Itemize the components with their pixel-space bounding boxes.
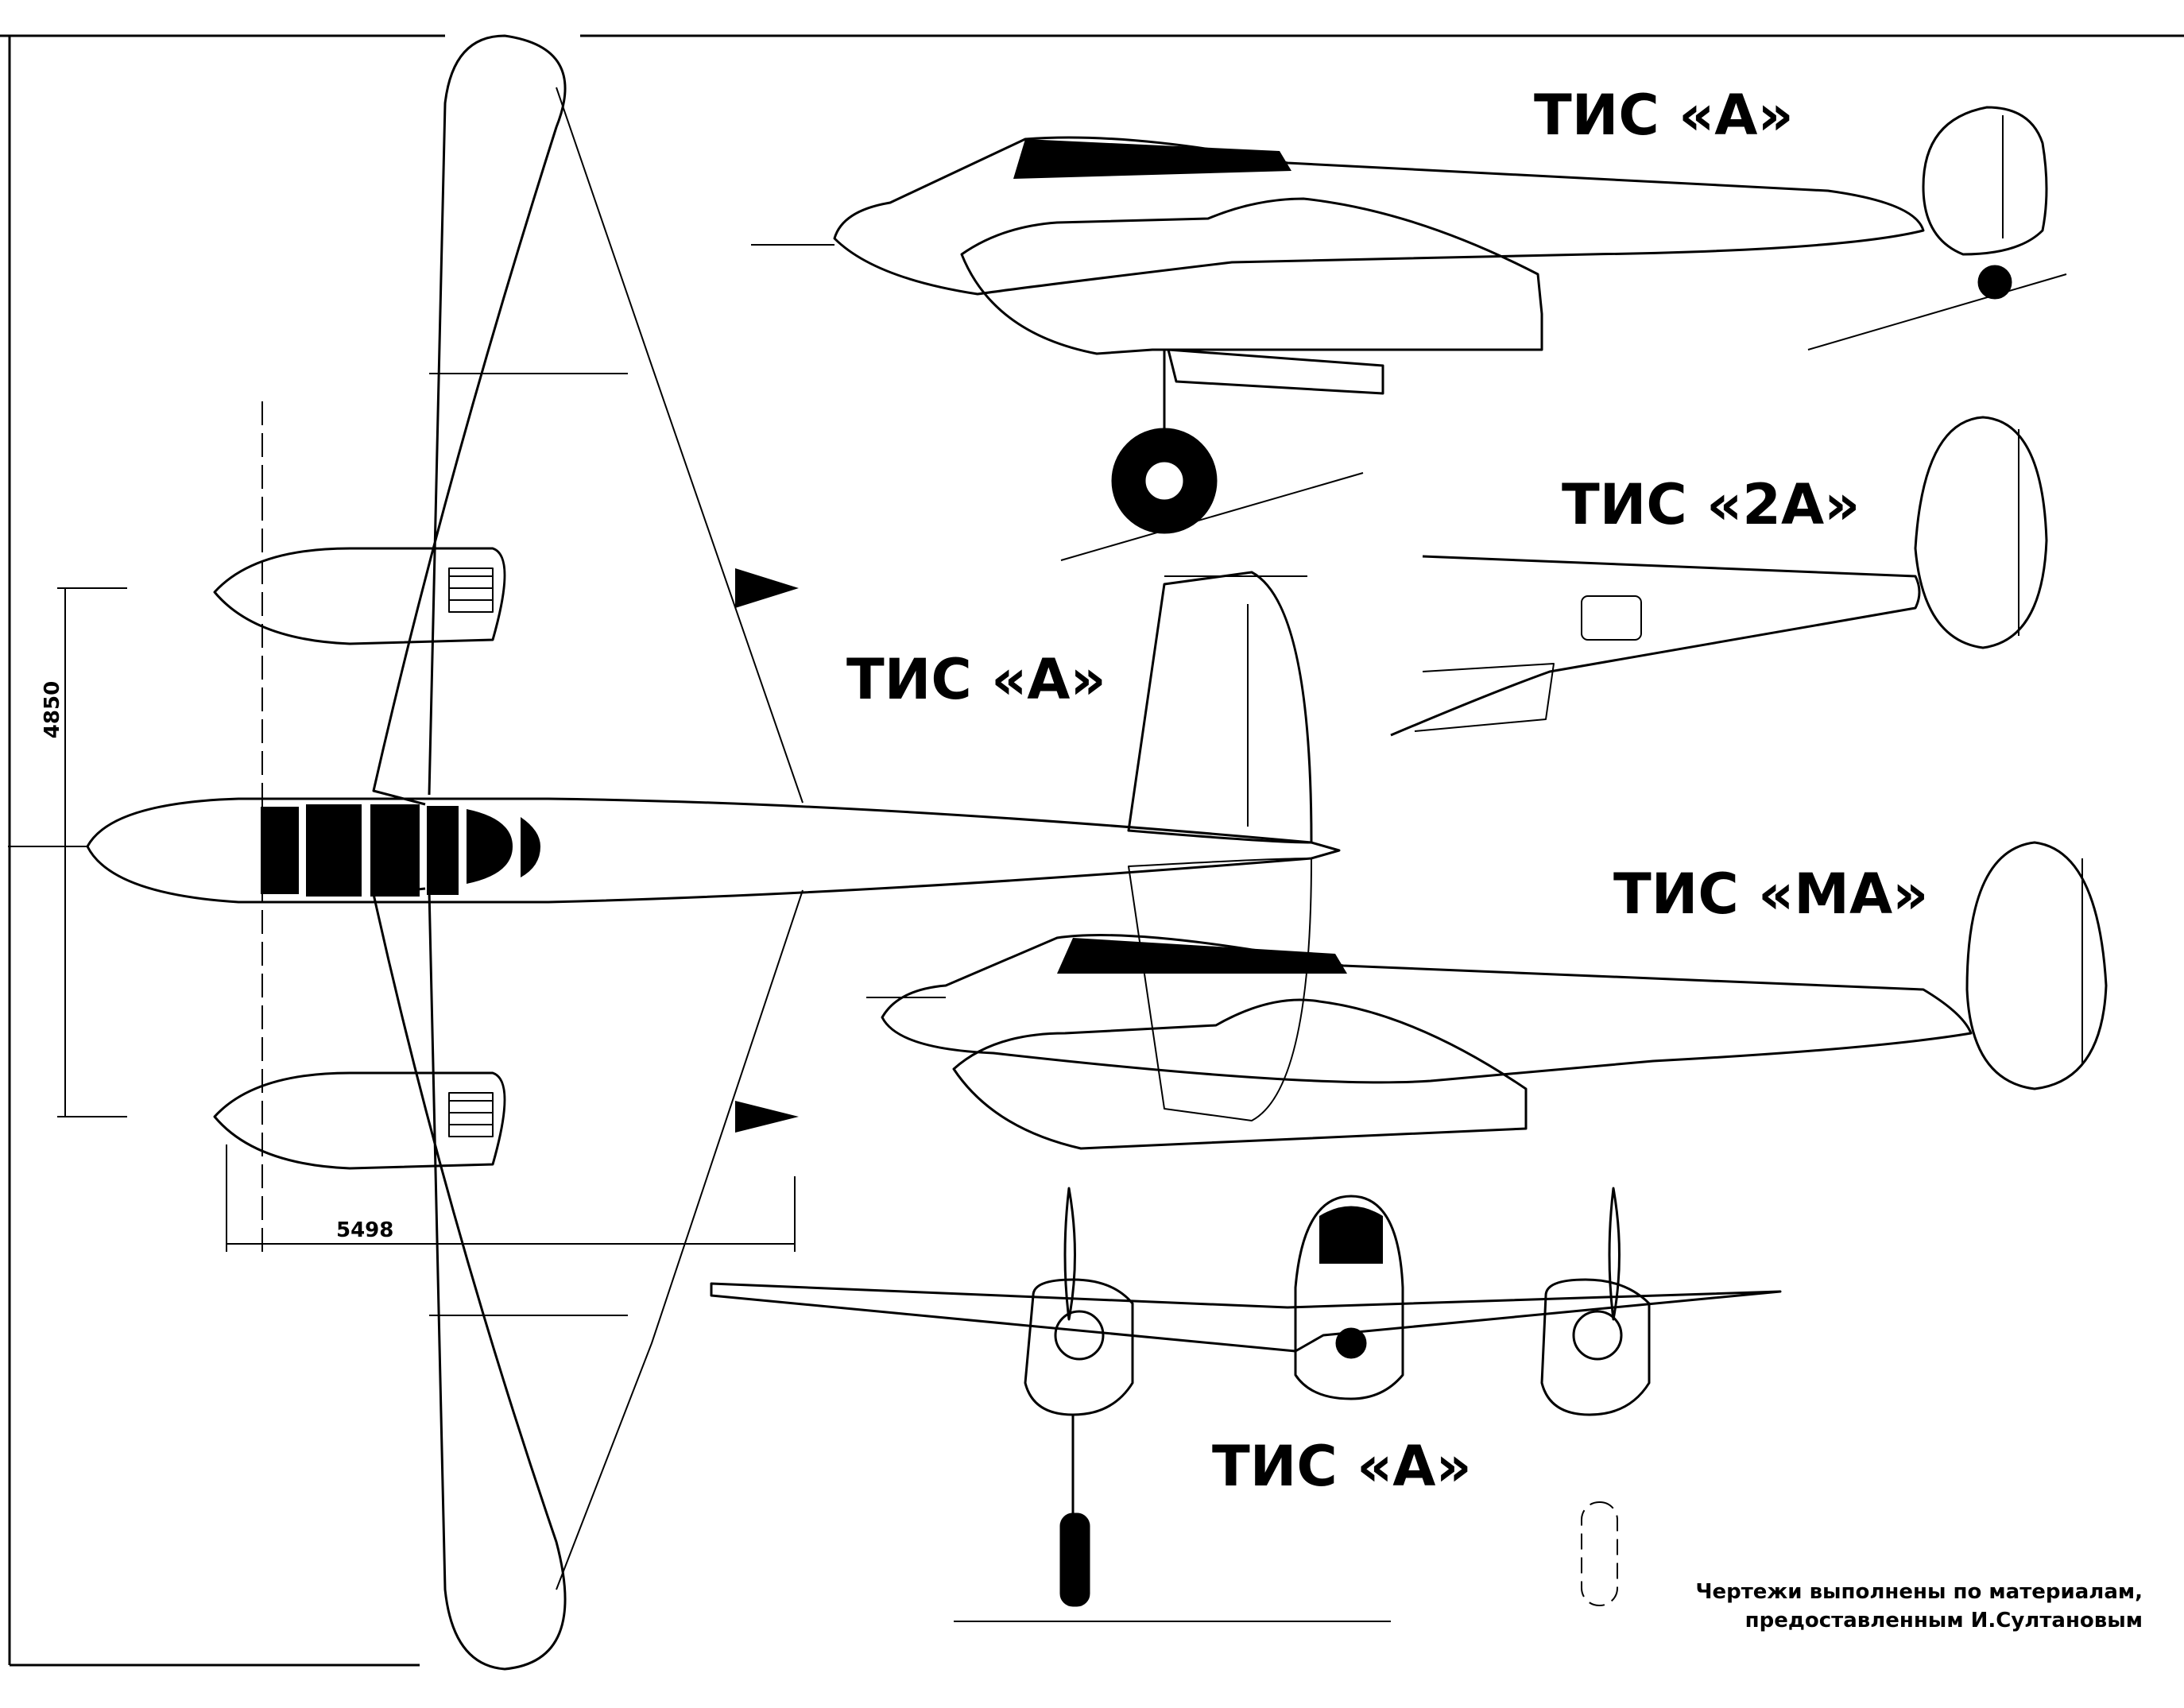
label-side-top: ТИС «А» [1534,83,1794,148]
side-view-a [751,106,2067,561]
side-view-ma [866,841,2108,1150]
plan-view [8,34,1341,1671]
dimension-span: 5498 [336,1218,394,1242]
side-view-2a [1390,416,2048,737]
label-side-ma: ТИС «МА» [1613,862,1929,927]
dimension-height: 4850 [41,680,65,739]
credit-note: Чертежи выполнены по материалам, предост… [1695,1578,2143,1635]
dimension-lines [57,401,796,1252]
label-side-2a: ТИС «2А» [1562,472,1861,537]
credit-line-2: предоставленным И.Султановым [1744,1609,2143,1632]
label-front-view: ТИС «А» [1212,1434,1472,1499]
credit-line-1: Чертежи выполнены по материалам, [1695,1580,2143,1604]
front-view [710,1187,1782,1622]
label-plan-view: ТИС «А» [846,647,1106,712]
